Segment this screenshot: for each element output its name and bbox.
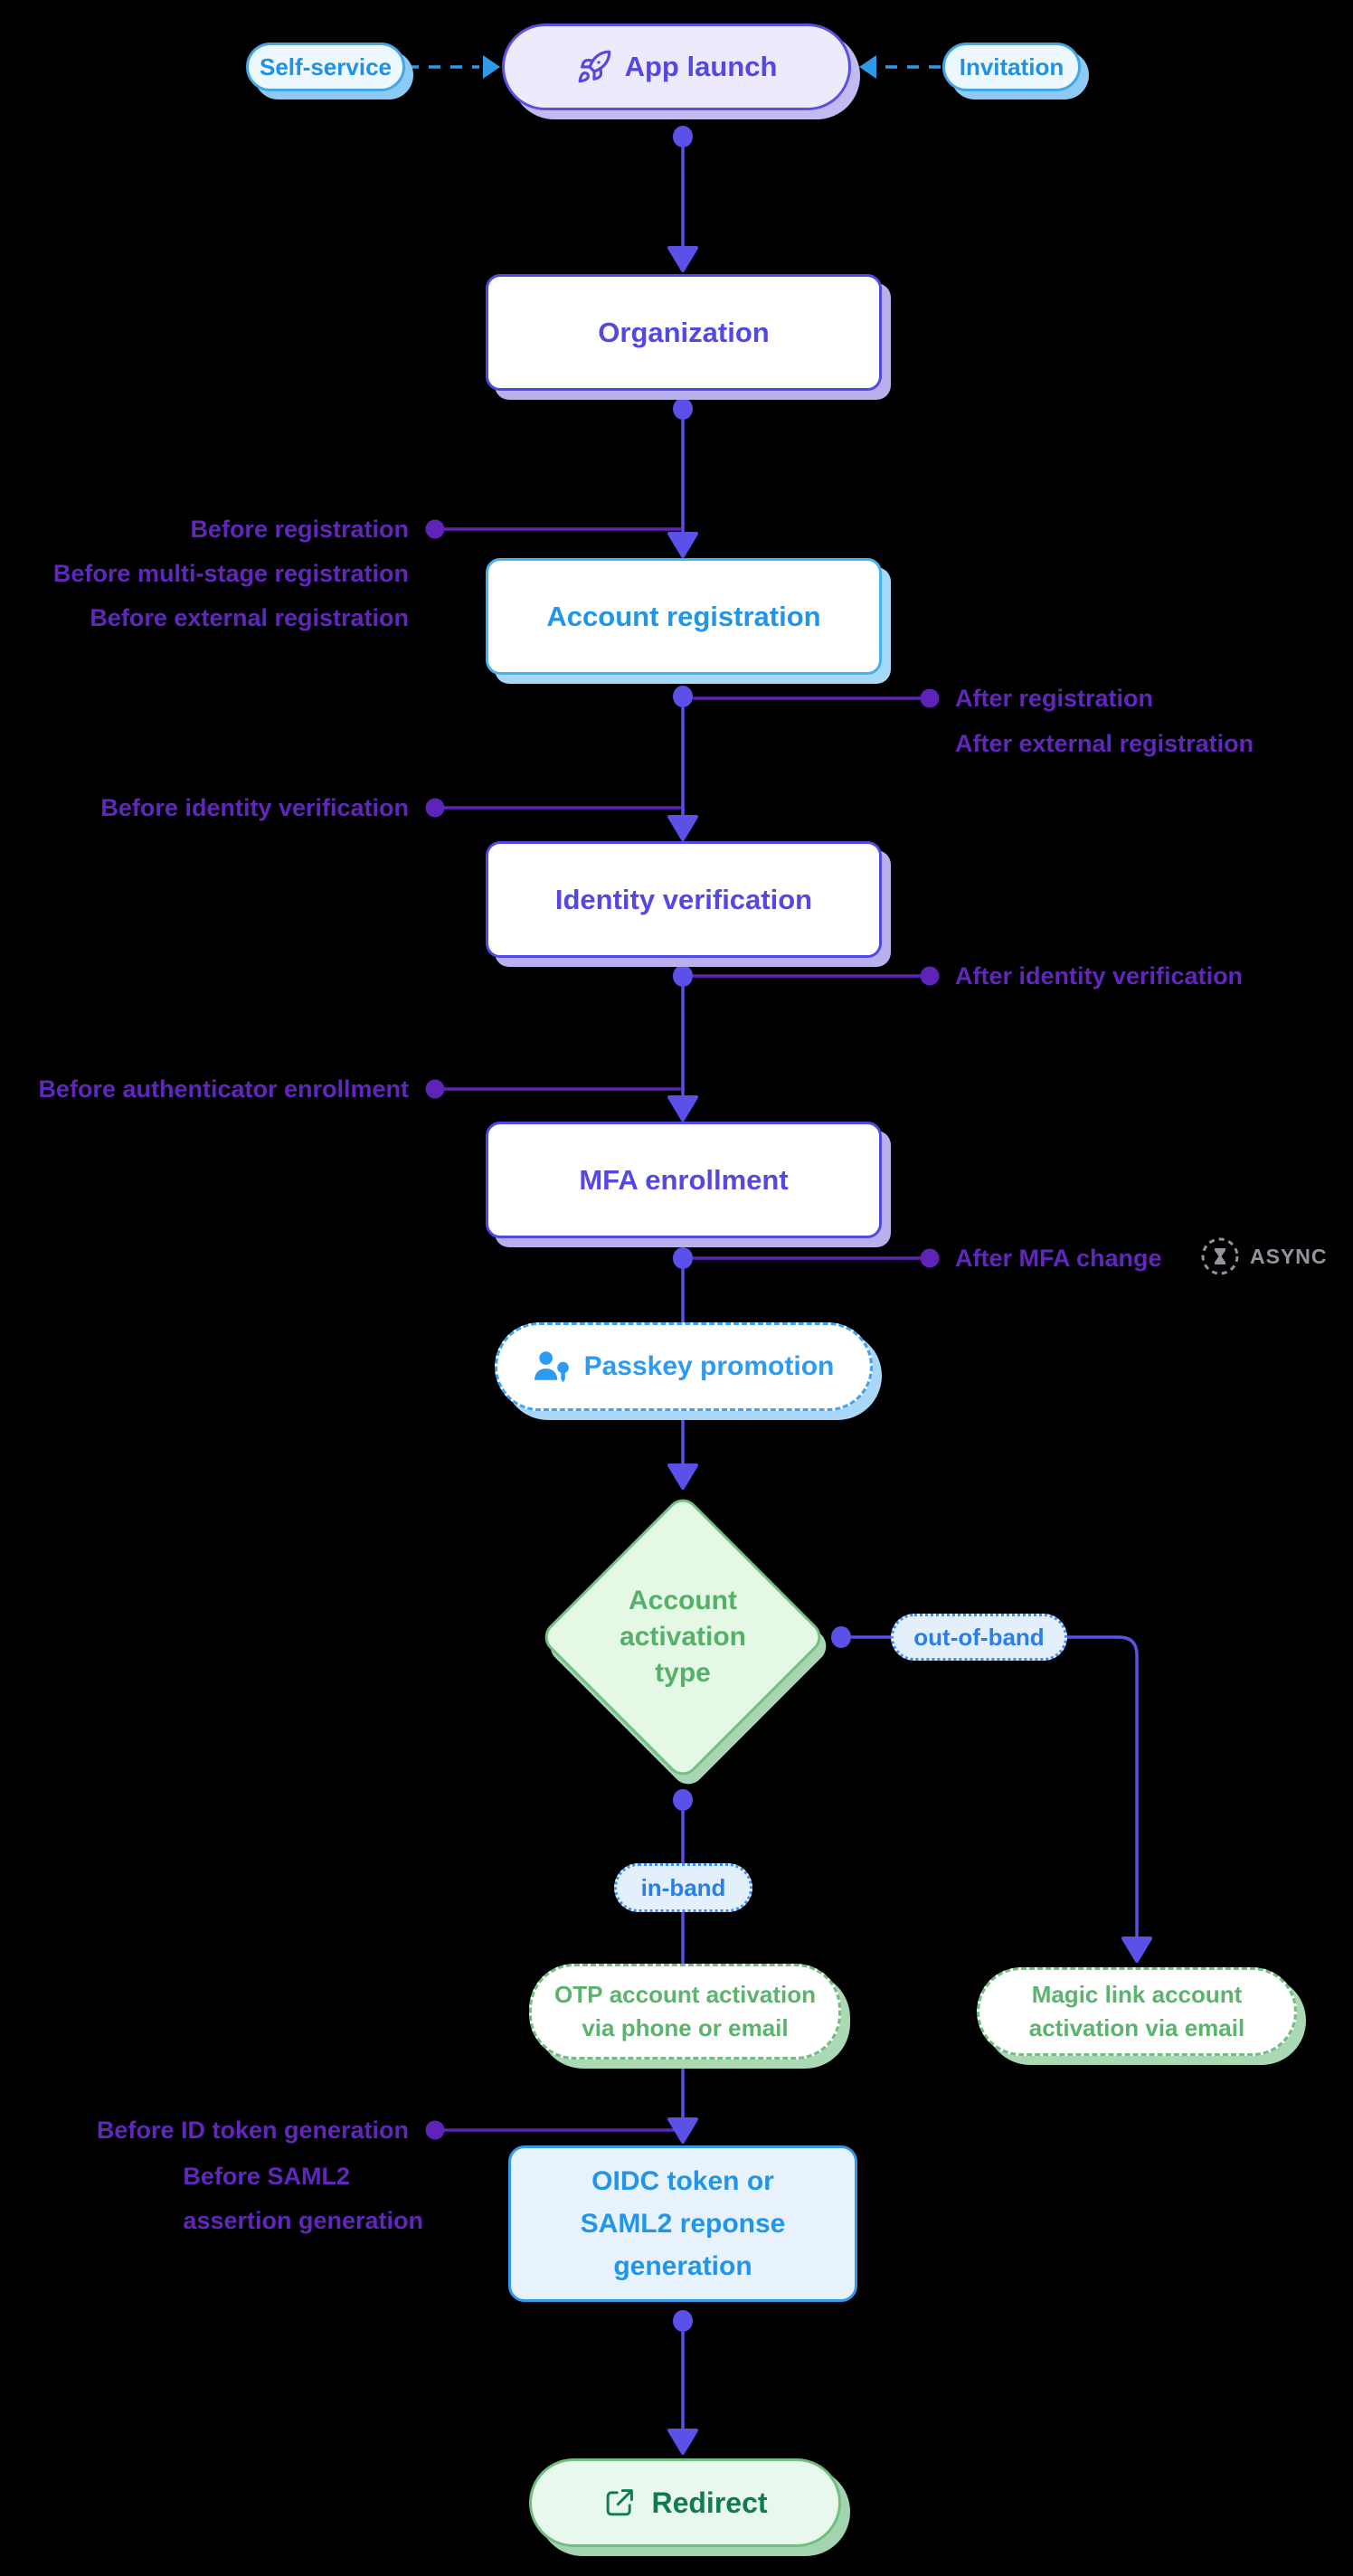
node-mfa-enrollment-label: MFA enrollment — [579, 1163, 789, 1196]
hook-before-id-token-generation: Before ID token generation — [96, 2117, 409, 2144]
connector-dot — [673, 398, 693, 420]
node-magic-link-line2: activation via email — [1028, 2014, 1245, 2041]
rocket-icon — [578, 50, 610, 83]
passkey-icon — [534, 1351, 569, 1383]
hook-before-saml2-line2: assertion generation — [183, 2207, 423, 2234]
node-mfa-enrollment: MFA enrollment — [486, 1122, 882, 1238]
node-redirect: Redirect — [529, 2458, 841, 2547]
connector-dot — [673, 965, 693, 987]
hook-before-multi-stage-registration: Before multi-stage registration — [52, 560, 409, 587]
node-identity-verification: Identity verification — [486, 841, 882, 958]
node-magic-link-bold: Magic link — [1031, 1981, 1146, 2008]
node-account-registration: Account registration — [486, 558, 882, 675]
hook-before-authenticator-enrollment: Before authenticator enrollment — [38, 1075, 409, 1103]
arrowhead — [667, 2117, 698, 2144]
async-badge-label: ASYNC — [1250, 1244, 1328, 1268]
arrowhead — [667, 246, 698, 272]
arrowhead — [667, 815, 698, 841]
hook-after-registration: After registration — [955, 685, 1154, 712]
connector-dot — [673, 1247, 693, 1269]
node-app-launch: App launch — [502, 24, 851, 110]
node-otp-activation: OTP account activation via phone or emai… — [529, 1964, 841, 2060]
arrowhead — [667, 1095, 698, 1122]
node-magic-link-rest: account — [1145, 1981, 1243, 2008]
hook-dot — [920, 1248, 940, 1268]
hook-before-saml2-assertion-generation: Before SAML2 assertion generation — [183, 2155, 423, 2243]
hook-before-external-registration: Before external registration — [90, 604, 409, 631]
connector-dot — [673, 2310, 693, 2332]
node-oidc-line3: generation — [613, 2251, 752, 2281]
node-app-launch-label: App launch — [624, 51, 778, 82]
hook-dot — [920, 966, 940, 986]
connector-dot — [831, 1626, 851, 1648]
node-otp-activation-line1: OTP account activation — [554, 1978, 816, 2012]
connector-dot — [673, 126, 693, 147]
hook-before-registration: Before registration — [190, 516, 409, 543]
node-account-registration-label: Account registration — [546, 600, 821, 632]
arrowhead — [667, 1463, 698, 1490]
hook-after-external-registration: After external registration — [955, 730, 1254, 757]
connector-dot — [673, 1789, 693, 1811]
edge-label-out-of-band-text: out-of-band — [913, 1623, 1045, 1651]
node-magic-link-activation: Magic link account activation via email — [977, 1967, 1297, 2056]
hook-before-identity-verification: Before identity verification — [100, 794, 409, 821]
node-oidc-line2: SAML2 reponse — [580, 2209, 786, 2239]
node-organization: Organization — [486, 274, 882, 391]
arrowhead — [1121, 1937, 1152, 1963]
arrowhead — [667, 532, 698, 558]
external-link-icon — [607, 2489, 634, 2516]
hook-after-identity-verification: After identity verification — [955, 962, 1244, 990]
diamond-line1: Account — [629, 1586, 737, 1615]
node-passkey-promotion-label: Passkey promotion — [583, 1351, 835, 1381]
connector-dot — [673, 686, 693, 707]
arrowhead — [667, 2429, 698, 2455]
out-of-band-path — [851, 1635, 1139, 1937]
node-identity-verification-label: Identity verification — [554, 883, 813, 915]
node-self-service-label: Self-service — [260, 52, 392, 80]
node-invitation: Invitation — [942, 43, 1081, 91]
hook-dot — [920, 688, 940, 708]
hook-before-saml2-line1: Before SAML2 — [183, 2163, 350, 2190]
node-oidc-line1: OIDC token or — [591, 2166, 774, 2196]
decision-diamond-label: Account activation type — [570, 1550, 796, 1724]
async-hourglass-icon — [1201, 1237, 1239, 1275]
node-organization-label: Organization — [598, 316, 770, 348]
node-otp-activation-bold: OTP — [554, 1981, 603, 2008]
node-self-service: Self-service — [246, 43, 405, 91]
node-otp-activation-line2: via phone or email — [582, 2014, 789, 2041]
invitation-arrowhead — [859, 55, 876, 79]
self-service-arrowhead — [483, 55, 500, 79]
async-badge: ASYNC — [1199, 1236, 1328, 1277]
edge-label-out-of-band: out-of-band — [891, 1614, 1067, 1661]
node-oidc-generation: OIDC token or SAML2 reponse generation — [508, 2145, 857, 2302]
diamond-line3: type — [655, 1658, 711, 1688]
edge-label-in-band-text: in-band — [640, 1873, 726, 1901]
node-otp-activation-rest: account activation — [602, 1981, 816, 2008]
node-magic-link-line1: Magic link account — [1032, 1978, 1243, 2012]
hook-after-mfa-change: After MFA change — [955, 1245, 1162, 1272]
node-passkey-promotion: Passkey promotion — [495, 1322, 873, 1411]
edge-label-in-band: in-band — [614, 1863, 752, 1912]
node-invitation-label: Invitation — [959, 52, 1064, 80]
node-redirect-label: Redirect — [651, 2486, 768, 2519]
diamond-line2: activation — [619, 1622, 747, 1652]
